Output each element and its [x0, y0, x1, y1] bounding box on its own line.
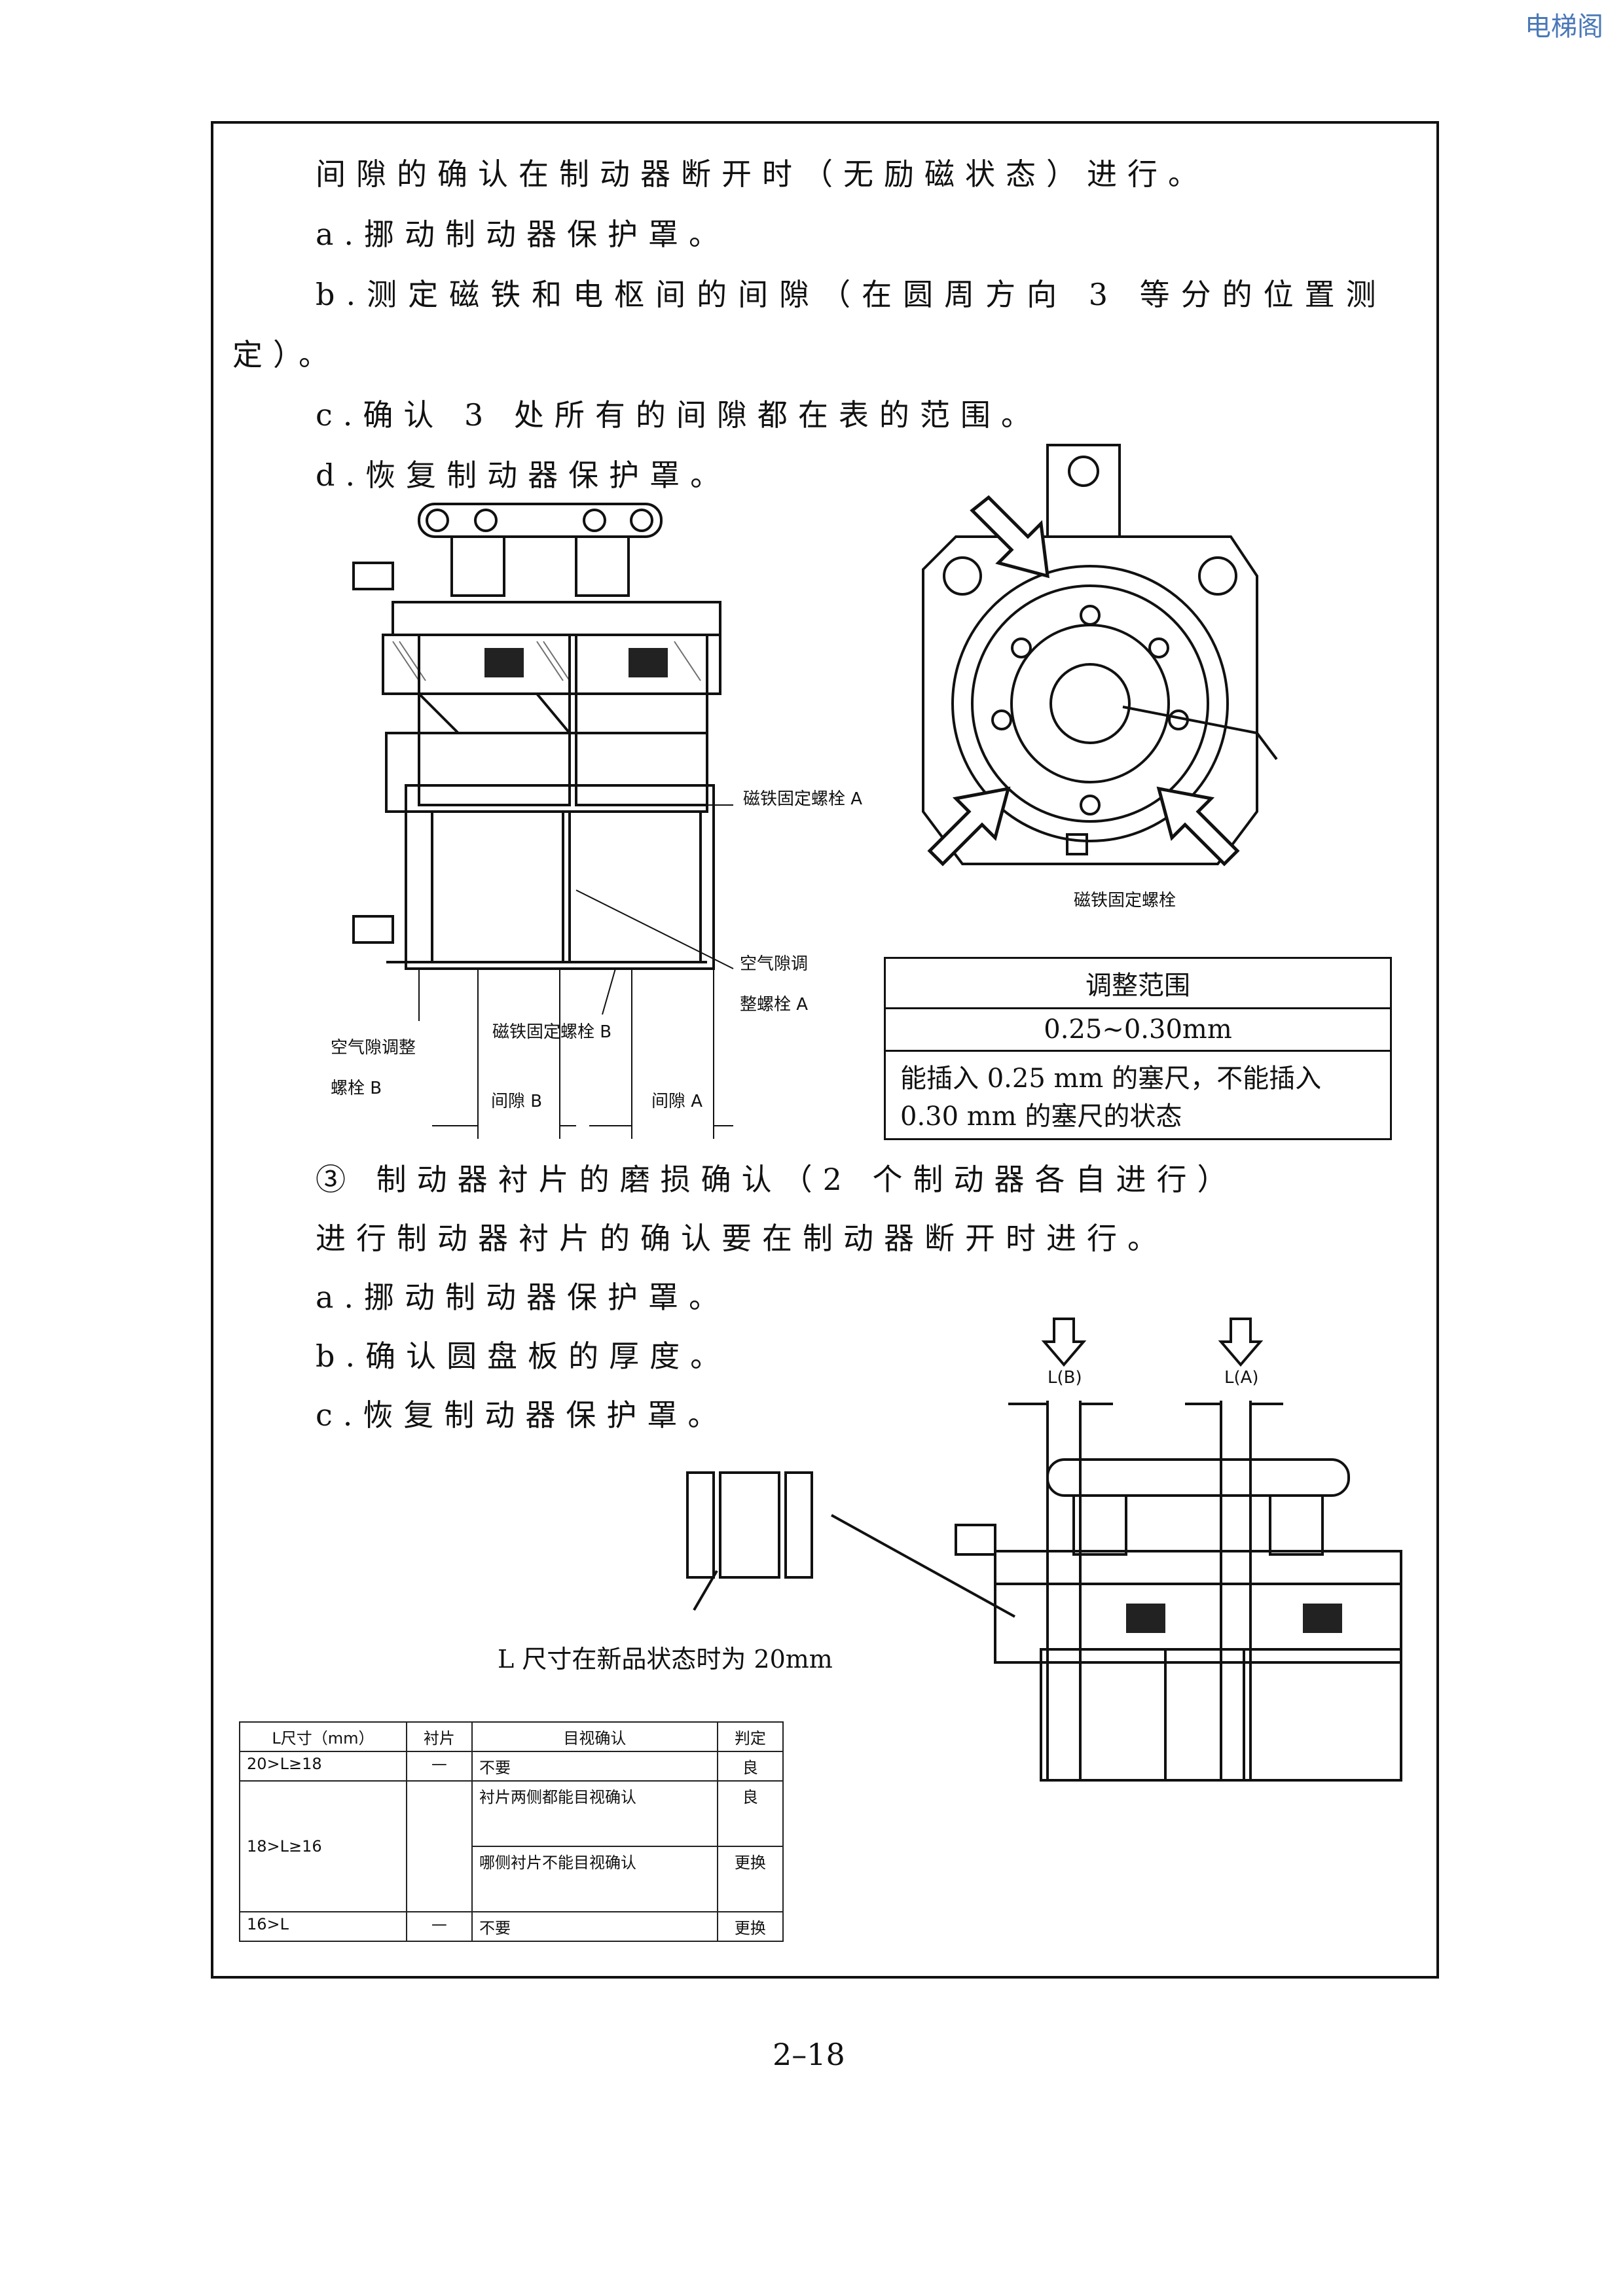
text-line: b.确认圆盘板的厚度。 [316, 1338, 731, 1374]
adjust-note-1: 能插入 0.25 mm 的塞尺，不能插入 [900, 1064, 1322, 1094]
table-row: 18>L≥16 衬片两侧都能目视确认 良 [239, 1780, 784, 1912]
adjust-note-2: 0.30 mm 的塞尺的状态 [900, 1102, 1182, 1132]
text-line: d.恢复制动器保护罩。 [316, 457, 731, 493]
label-la: L(A) [1224, 1368, 1259, 1388]
adjust-header: 调整范围 [884, 957, 1392, 1009]
page-frame [211, 121, 1439, 1979]
text-line: c.恢复制动器保护罩。 [316, 1397, 729, 1433]
label-air-b-1: 空气隙调整 [331, 1038, 416, 1058]
label-bolt-a: 磁铁固定螺栓 A [743, 789, 863, 809]
label-lb: L(B) [1048, 1368, 1082, 1388]
col-header: 衬片 [405, 1721, 473, 1752]
col-header: L尺寸（mm） [239, 1721, 407, 1752]
label-air-a-1: 空气隙调 [740, 954, 809, 974]
table-row: 16>L — 不要 更换 [239, 1911, 784, 1942]
text-line: 进行制动器衬片的确认要在制动器断开时进行。 [316, 1221, 1168, 1256]
table-row: 哪侧衬片不能目视确认 更换 [240, 1846, 784, 1912]
label-air-a-2: 整螺栓 A [740, 995, 809, 1014]
label-gap-a: 间隙 A [651, 1092, 703, 1111]
text-line: b.测定磁铁和电枢间的间隙（在圆周方向 3 等分的位置测 [316, 277, 1387, 312]
table-row: 20>L≥18 — 不要 良 [239, 1751, 784, 1782]
text-line: c.确认 3 处所有的间隙都在表的范围。 [316, 397, 1042, 433]
adjust-note: 能插入 0.25 mm 的塞尺，不能插入 0.30 mm 的塞尺的状态 [884, 1050, 1392, 1140]
section-3-title: ③ 制动器衬片的磨损确认（2 个制动器各自进行） [316, 1162, 1238, 1197]
text-line: a.挪动制动器保护罩。 [316, 1280, 730, 1315]
page-number: 2–18 [773, 2037, 845, 2072]
label-front-bolt: 磁铁固定螺栓 [1074, 891, 1176, 910]
watermark: 电梯阁 [1525, 12, 1603, 42]
adjust-range: 0.25~0.30mm [884, 1007, 1392, 1052]
label-bolt-b: 磁铁固定螺栓 B [492, 1022, 612, 1042]
label-gap-b: 间隙 B [491, 1092, 543, 1111]
text-line: 定）。 [232, 337, 339, 372]
col-header: 判定 [716, 1721, 784, 1752]
lining-judgement-table: L尺寸（mm） 衬片 目视确认 判定 20>L≥18 — 不要 良 18>L≥1… [239, 1721, 784, 1942]
figure-caption: L 尺寸在新品状态时为 20mm [498, 1645, 833, 1674]
text-line: 间隙的确认在制动器断开时（无励磁状态）进行。 [316, 156, 1209, 192]
adjust-range-table: 调整范围 0.25~0.30mm 能插入 0.25 mm 的塞尺，不能插入 0.… [884, 957, 1392, 1140]
label-air-b-2: 螺栓 B [331, 1079, 382, 1098]
col-header: 目视确认 [471, 1721, 718, 1752]
text-line: a.挪动制动器保护罩。 [316, 217, 730, 252]
